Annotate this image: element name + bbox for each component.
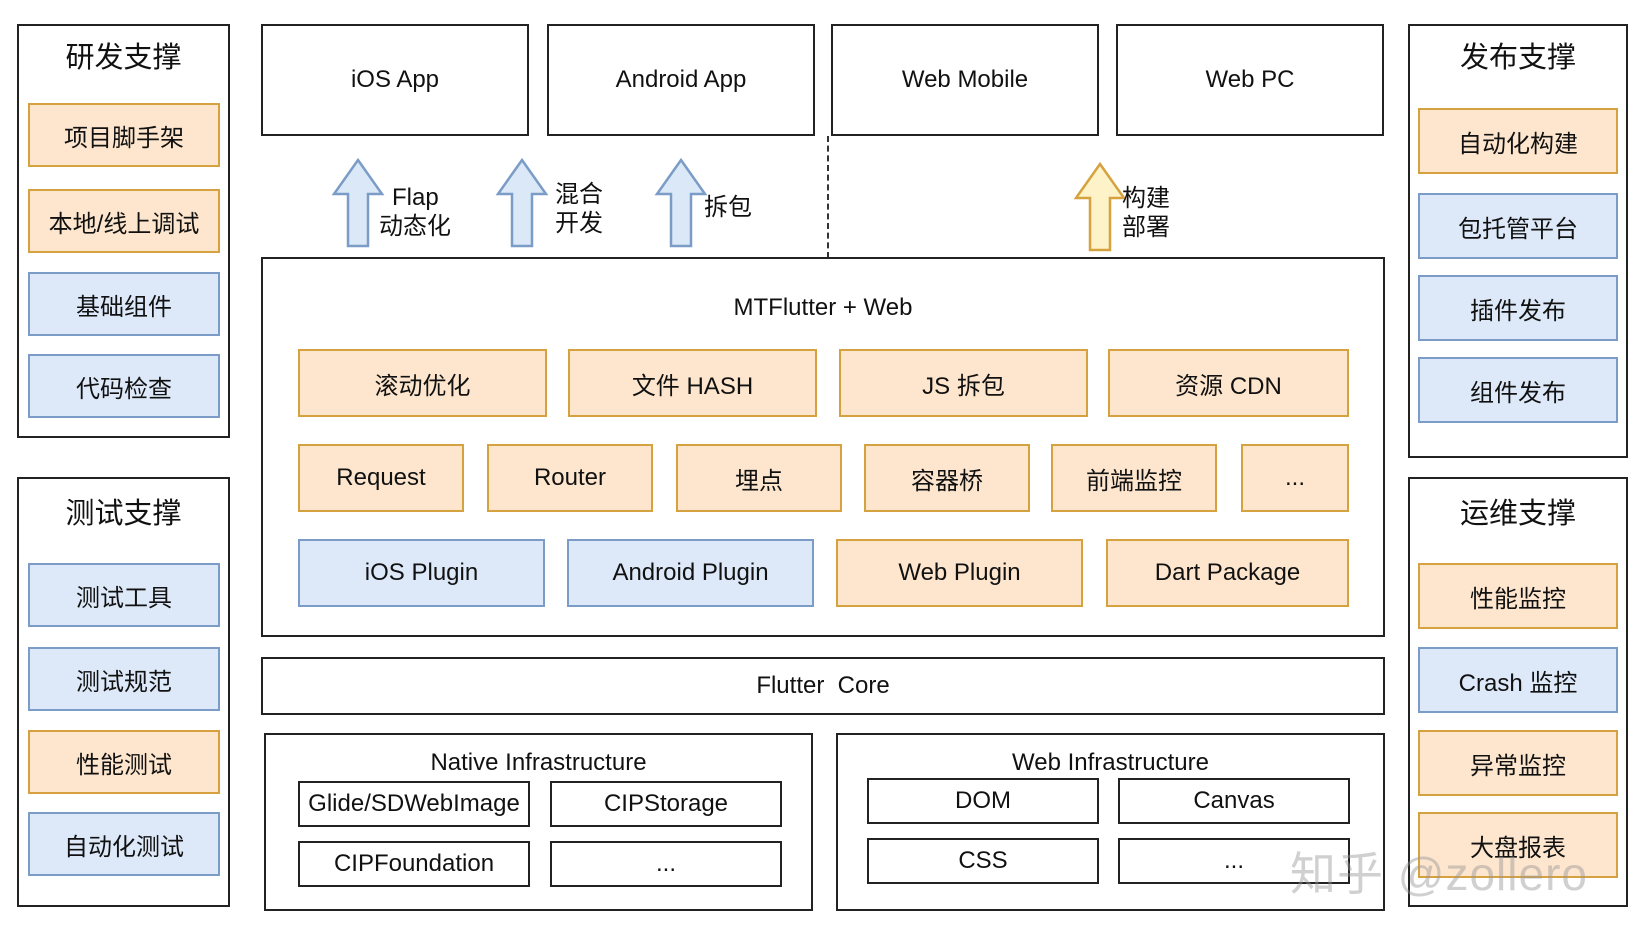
web-plugin-item: Web Plugin: [836, 539, 1083, 607]
glide-sdwebimage-item: Glide/SDWebImage: [298, 781, 530, 827]
flap-label-line2: 动态化: [379, 213, 451, 240]
resource-cdn-item: 资源 CDN: [1108, 349, 1349, 417]
watermark: 知乎 @zollero: [1290, 848, 1588, 900]
web-infra-title: Web Infrastructure: [1012, 749, 1209, 776]
web-more-item: ...: [1118, 838, 1350, 884]
dom-item: DOM: [867, 778, 1099, 824]
plugin-release-item: 插件发布: [1418, 275, 1618, 341]
scroll-optimize-item: 滚动优化: [298, 349, 547, 417]
mtflutter-title: MTFlutter + Web: [733, 294, 913, 321]
flap-arrow-icon: [331, 157, 385, 248]
native-more-item: ...: [550, 841, 782, 887]
js-split-item: JS 拆包: [839, 349, 1088, 417]
split-label: 拆包: [704, 194, 752, 221]
android-plugin-item: Android Plugin: [567, 539, 814, 607]
crash-monitor-item: Crash 监控: [1418, 647, 1618, 713]
cipfoundation-item: CIPFoundation: [298, 841, 530, 887]
auto-build-item: 自动化构建: [1418, 108, 1618, 174]
exception-monitor-item: 异常监控: [1418, 730, 1618, 796]
hybrid-arrow-icon: [495, 157, 549, 248]
test-spec-item: 测试规范: [28, 647, 220, 711]
canvas-item: Canvas: [1118, 778, 1350, 824]
tracking-item: 埋点: [676, 444, 842, 512]
base-component-item: 基础组件: [28, 272, 220, 336]
dart-package-item: Dart Package: [1106, 539, 1349, 607]
flap-label-line1: Flap: [392, 184, 439, 211]
request-item: Request: [298, 444, 464, 512]
platform-divider: [827, 136, 829, 258]
android-app-box: Android App: [547, 24, 815, 136]
frontend-monitor-item: 前端监控: [1051, 444, 1217, 512]
perf-test-item: 性能测试: [28, 730, 220, 794]
code-check-item: 代码检查: [28, 354, 220, 418]
ops-support-title: 运维支撑: [1459, 498, 1576, 530]
build-arrow-icon: [1073, 161, 1127, 252]
rd-support-title: 研发支撑: [65, 42, 182, 74]
split-arrow-icon: [654, 157, 708, 248]
web-mobile-box: Web Mobile: [831, 24, 1099, 136]
dashboard-report-item: 大盘报表: [1418, 812, 1618, 878]
auto-test-item: 自动化测试: [28, 812, 220, 876]
router-item: Router: [487, 444, 653, 512]
scaffold-item: 项目脚手架: [28, 103, 220, 167]
release-support-title: 发布支撑: [1459, 42, 1576, 74]
build-label-line1: 构建: [1122, 185, 1170, 212]
perf-monitor-item: 性能监控: [1418, 563, 1618, 629]
test-tools-item: 测试工具: [28, 563, 220, 627]
test-support-title: 测试支撑: [65, 498, 182, 530]
more-item: ...: [1241, 444, 1349, 512]
container-bridge-item: 容器桥: [864, 444, 1030, 512]
ios-app-box: iOS App: [261, 24, 529, 136]
css-item: CSS: [867, 838, 1099, 884]
file-hash-item: 文件 HASH: [568, 349, 817, 417]
flutter-core-box: Flutter Core: [261, 657, 1385, 715]
native-infra-title: Native Infrastructure: [430, 749, 647, 776]
hybrid-label-line2: 开发: [555, 210, 603, 237]
web-pc-box: Web PC: [1116, 24, 1384, 136]
build-label-line2: 部署: [1122, 214, 1170, 241]
cipstorage-item: CIPStorage: [550, 781, 782, 827]
ios-plugin-item: iOS Plugin: [298, 539, 545, 607]
debug-item: 本地/线上调试: [28, 189, 220, 253]
component-release-item: 组件发布: [1418, 357, 1618, 423]
hybrid-label-line1: 混合: [555, 181, 603, 208]
package-hosting-item: 包托管平台: [1418, 193, 1618, 259]
